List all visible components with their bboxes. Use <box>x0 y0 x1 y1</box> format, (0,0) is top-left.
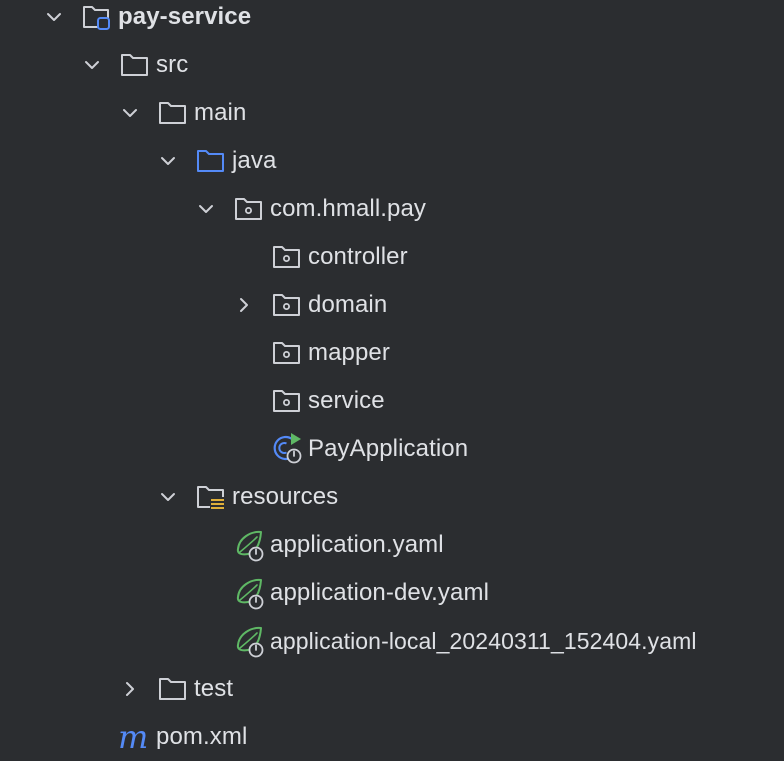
chevron-right-icon[interactable] <box>234 295 254 315</box>
package-icon <box>273 342 300 364</box>
tree-item-label: application-dev.yaml <box>270 579 489 606</box>
tree-item-label: java <box>232 147 277 174</box>
chevron-down-icon[interactable] <box>44 7 64 27</box>
tree-item-main[interactable]: main <box>0 89 784 137</box>
tree-item-application-dev-yaml[interactable]: application-dev.yaml <box>0 569 784 617</box>
tree-item-java[interactable]: java <box>0 137 784 185</box>
package-icon <box>273 294 300 316</box>
resources-root-folder-icon <box>197 486 225 510</box>
tree-item-application-local-yaml[interactable]: application-local_20240311_152404.yaml <box>0 617 784 665</box>
chevron-down-icon[interactable] <box>82 55 102 75</box>
tree-item-label: controller <box>308 243 408 270</box>
chevron-right-icon[interactable] <box>120 679 140 699</box>
spring-boot-class-icon <box>273 433 302 464</box>
source-root-folder-icon <box>197 150 224 172</box>
tree-item-label: src <box>156 51 189 78</box>
folder-icon <box>121 54 148 76</box>
spring-config-icon <box>236 530 264 562</box>
chevron-down-icon[interactable] <box>158 151 178 171</box>
tree-item-label: main <box>194 99 247 126</box>
package-icon <box>273 246 300 268</box>
tree-item-label: pom.xml <box>156 723 248 750</box>
package-icon <box>235 198 262 220</box>
tree-item-service[interactable]: service <box>0 377 784 425</box>
tree-item-label: com.hmall.pay <box>270 195 427 222</box>
tree-item-resources[interactable]: resources <box>0 473 784 521</box>
tree-item-pom-xml[interactable]: m pom.xml <box>0 713 784 761</box>
tree-item-mapper[interactable]: mapper <box>0 329 784 377</box>
tree-item-label: pay-service <box>118 3 252 30</box>
tree-item-application-yaml[interactable]: application.yaml <box>0 521 784 569</box>
package-icon <box>273 390 300 412</box>
tree-item-label: PayApplication <box>308 435 469 462</box>
tree-item-src[interactable]: src <box>0 41 784 89</box>
chevron-down-icon[interactable] <box>120 103 140 123</box>
tree-item-label: domain <box>308 291 388 318</box>
tree-item-label: test <box>194 675 234 702</box>
tree-item-controller[interactable]: controller <box>0 233 784 281</box>
module-folder-icon <box>83 6 110 30</box>
folder-icon <box>159 102 186 124</box>
tree-item-label: application-local_20240311_152404.yaml <box>270 628 697 654</box>
tree-item-label: service <box>308 387 385 414</box>
tree-item-test[interactable]: test <box>0 665 784 713</box>
tree-item-pay-service[interactable]: pay-service <box>0 0 784 41</box>
tree-item-label: mapper <box>308 339 390 366</box>
tree-item-label: application.yaml <box>270 531 444 558</box>
chevron-down-icon[interactable] <box>158 487 178 507</box>
chevron-down-icon[interactable] <box>196 199 216 219</box>
tree-item-label: resources <box>232 483 339 510</box>
spring-config-icon <box>236 578 264 610</box>
spring-config-icon <box>236 626 264 658</box>
maven-icon: m <box>118 718 149 756</box>
tree-item-domain[interactable]: domain <box>0 281 784 329</box>
tree-item-pay-application[interactable]: PayApplication <box>0 425 784 473</box>
folder-icon <box>159 678 186 700</box>
tree-item-com-hmall-pay[interactable]: com.hmall.pay <box>0 185 784 233</box>
